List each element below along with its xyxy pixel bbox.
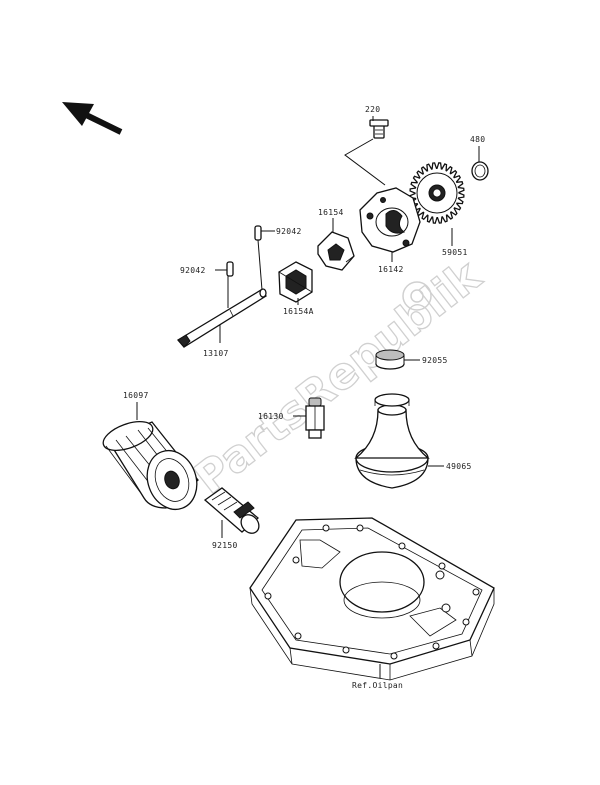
pump-cover-16142 [359,187,421,253]
label-16097: 16097 [123,391,149,400]
label-13107: 13107 [203,349,229,358]
fitting-16130 [305,397,325,439]
label-92042-lower: 92042 [180,266,206,275]
strainer-49065 [354,393,430,489]
label-92055: 92055 [422,356,448,365]
label-49065: 49065 [446,462,472,471]
plug-92055 [375,349,405,370]
label-59051: 59051 [442,248,468,257]
label-480: 480 [470,135,485,144]
label-220: 220 [365,105,380,114]
label-16130: 16130 [258,412,284,421]
gear-59051 [409,162,465,224]
shaft-13107 [177,288,267,348]
label-92150: 92150 [212,541,238,550]
pin-92042-upper [254,225,262,241]
inner-rotor-16154a [278,261,313,303]
label-16142: 16142 [378,265,404,274]
label-16154a: 16154A [283,307,314,316]
outer-rotor-16154 [317,231,355,271]
label-ref-oilpan: Ref.Oilpan [352,681,403,690]
bolt-220 [369,119,389,139]
oil-pan [249,517,495,681]
relief-valve-92150 [203,487,260,534]
circlip-480 [471,161,489,181]
oil-filter-16097 [102,420,199,511]
watermark-gear-icon [402,281,432,311]
label-92042-upper: 92042 [276,227,302,236]
pin-92042-lower [226,261,234,277]
label-16154: 16154 [318,208,344,217]
direction-arrow-icon [62,102,123,135]
